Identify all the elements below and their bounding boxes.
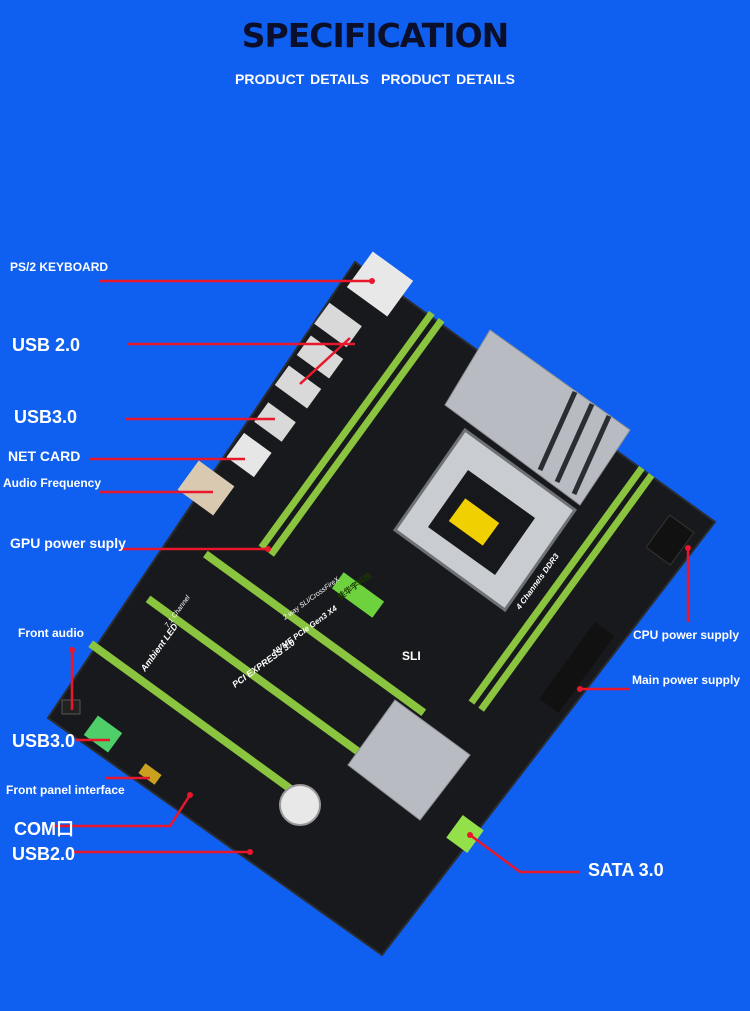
chipset-heatsink (347, 699, 471, 821)
ps2-port (346, 251, 414, 317)
cpu-socket-warning-label (448, 498, 500, 546)
callout-front-panel: Front panel interface (6, 783, 125, 797)
callout-gpu-power: GPU power suply (10, 535, 126, 551)
usb30-port-stack-2 (254, 402, 296, 442)
callout-usb30-top: USB3.0 (14, 407, 78, 427)
leader-sata (469, 833, 580, 874)
cpu-power-connector (645, 514, 695, 566)
leader-usb20-diagonal (299, 337, 351, 385)
usb30-front-header (83, 715, 123, 753)
callout-dots (69, 278, 691, 855)
callout-front-audio: Front audio (18, 626, 84, 640)
callout-sata: SATA 3.0 (588, 860, 664, 880)
callout-usb30-bottom: USB3.0 (12, 731, 76, 751)
callout-usb20-top: USB 2.0 (12, 335, 81, 355)
callout-leader-lines (52, 279, 690, 874)
subtitle-text-2: PRODUCT DETAILS (381, 71, 515, 87)
usb20-port-stack-2 (296, 335, 344, 379)
pcie-slots (88, 550, 427, 806)
callout-com-port: COM口 (14, 819, 74, 839)
cmos-battery (279, 784, 321, 826)
page-title: SPECIFICATION (241, 16, 509, 55)
brand-label (331, 572, 385, 618)
ddr3-slots-left (258, 310, 445, 557)
audio-jacks (177, 460, 235, 516)
callout-main-power: Main power supply (632, 673, 741, 687)
callout-usb20-bottom: USB2.0 (12, 844, 76, 864)
front-panel-header (138, 763, 162, 785)
page-subtitle: PRODUCT DETAILS PRODUCT DETAILS (0, 71, 750, 87)
usb30-port-stack (274, 365, 322, 409)
usb20-port-stack (314, 302, 362, 348)
callout-ps2-keyboard: PS/2 KEYBOARD (10, 260, 109, 274)
leader-com (52, 794, 192, 828)
ddr3-slots-right (468, 465, 655, 712)
main-power-connector (539, 621, 615, 713)
sata-connector (446, 815, 484, 853)
sli-logo: SLI (402, 649, 421, 663)
callout-audio-frequency: Audio Frequency (3, 476, 102, 490)
vrm-heatsink (444, 329, 631, 506)
callout-cpu-power: CPU power supply (633, 628, 740, 642)
subtitle-text-1: PRODUCT DETAILS (235, 71, 369, 87)
callout-net-card: NET CARD (8, 448, 81, 464)
lan-port (226, 432, 272, 478)
